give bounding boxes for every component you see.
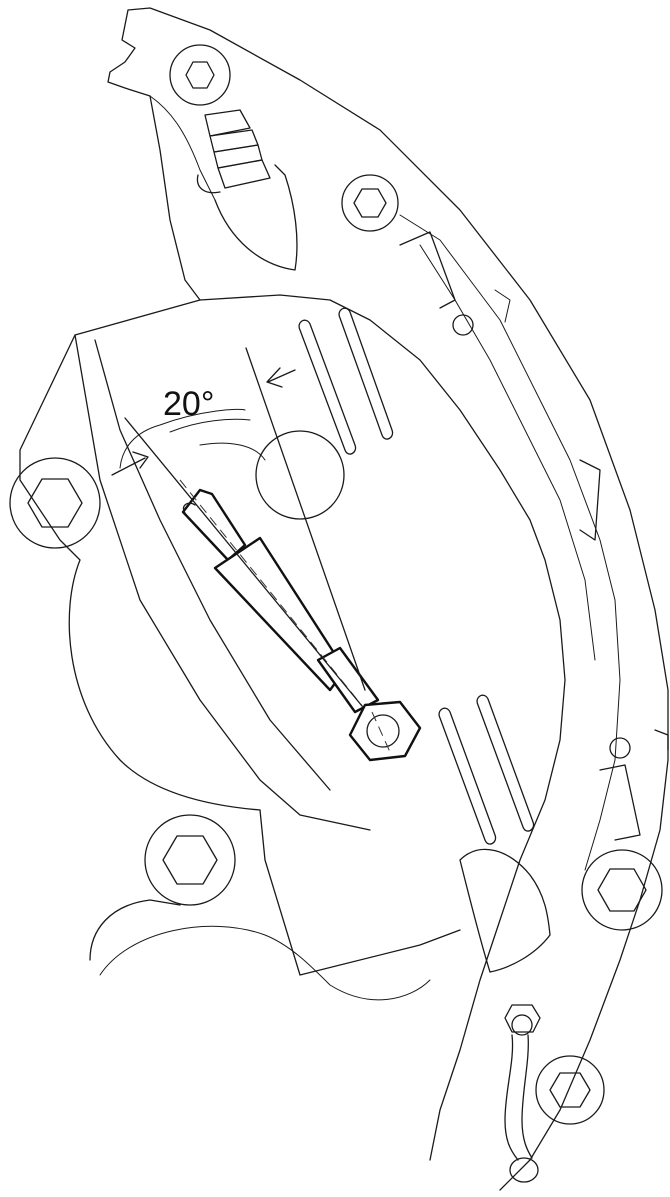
angle-arrow-right (266, 367, 296, 388)
hidden-line-2 (199, 442, 266, 461)
angle-arrow-left (111, 451, 149, 476)
lower-flange-outline (89, 809, 461, 976)
hex-nut (348, 700, 422, 762)
caliper-inner-outline (149, 95, 566, 1161)
bolt-left (9, 457, 101, 549)
reference-line-vertical (245, 347, 366, 691)
caliper-outer-outline (107, 7, 669, 1191)
bolt-bottom (535, 1055, 605, 1125)
bolt-lower-left (144, 814, 236, 906)
wrench-tool (179, 479, 422, 762)
bolt-top-right (341, 174, 399, 232)
hidden-line (169, 418, 251, 433)
right-bracket (579, 459, 601, 541)
lower-right-tab (599, 764, 641, 841)
lower-cup (459, 848, 551, 973)
pad-slots-upper (298, 307, 394, 455)
right-inner-edge-2 (419, 244, 596, 661)
body-spine-right (94, 339, 331, 791)
bleeder-screw-top (196, 109, 271, 194)
lower-right-pin (609, 737, 631, 759)
body-spine (74, 334, 371, 831)
upper-right-pin (452, 314, 474, 336)
pad-slots-lower (438, 694, 535, 845)
upper-cup (214, 164, 298, 271)
upper-right-tab (399, 231, 456, 309)
angle-dimension-arc (119, 408, 246, 469)
upper-right-ridge (494, 289, 511, 323)
bolt-top-left (169, 44, 231, 106)
right-edge-tab (654, 729, 669, 751)
piston-circle (255, 430, 345, 520)
reference-line-angled (124, 417, 363, 707)
piston-housing-outline (19, 299, 261, 811)
top-ear-inner (149, 95, 216, 201)
angle-label: 20° (163, 385, 214, 423)
bolt-lower-right (581, 849, 663, 931)
lower-flange-curve (99, 925, 431, 1001)
right-inner-edge (399, 214, 621, 871)
brake-line-fitting (504, 1004, 541, 1183)
